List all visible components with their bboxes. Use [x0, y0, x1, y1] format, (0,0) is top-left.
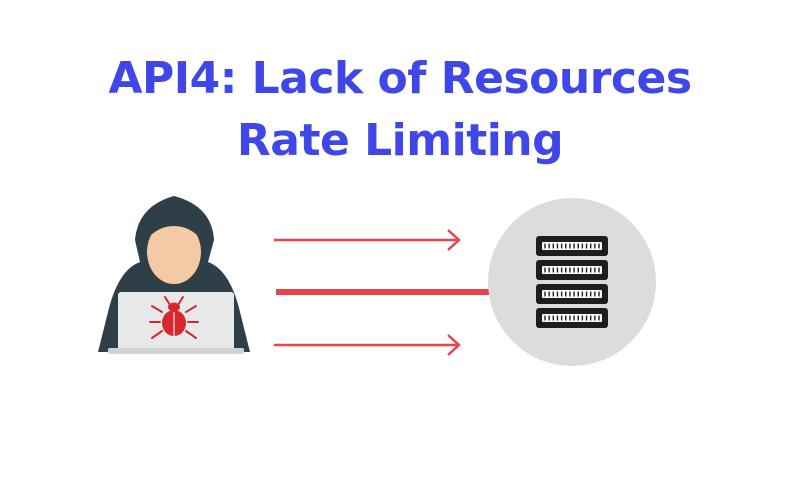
- server-rack-icon: [488, 198, 656, 366]
- server-unit: [536, 284, 608, 304]
- title-line-2: Rate Limiting: [236, 115, 564, 166]
- server-backdrop: [488, 198, 656, 366]
- laptop-base: [108, 348, 244, 354]
- bug-icon: [149, 296, 199, 339]
- hacker-face: [147, 220, 201, 284]
- request-arrow-top: [274, 229, 461, 251]
- server-unit: [536, 308, 608, 328]
- server-unit: [536, 236, 608, 256]
- title-line-1: API4: Lack of Resources: [108, 53, 692, 104]
- server-unit: [536, 260, 608, 280]
- hacker-hood-brim: [146, 212, 202, 240]
- page-title: API4: Lack of Resources Rate Limiting: [0, 48, 800, 172]
- request-arrow-bottom: [274, 334, 461, 356]
